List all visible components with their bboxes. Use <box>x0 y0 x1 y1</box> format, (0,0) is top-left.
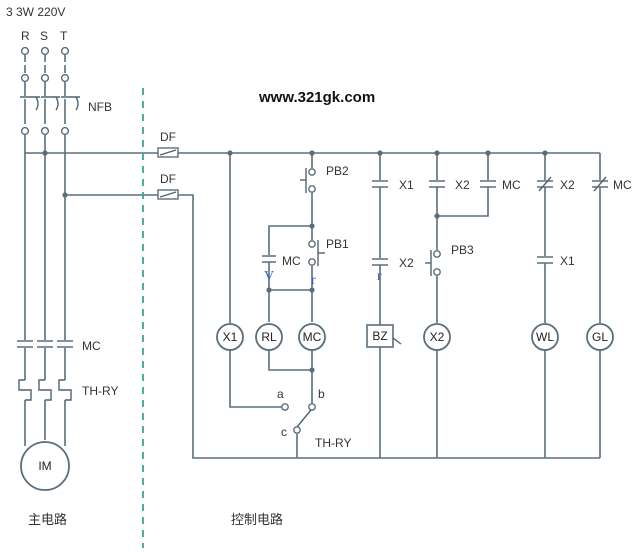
svg-text:V: V <box>264 269 274 284</box>
fuse-df1: DF <box>157 130 179 158</box>
svg-text:PB3: PB3 <box>451 243 474 257</box>
pushbutton-pb2: PB2 <box>300 164 349 193</box>
coil-x1: X1 <box>216 323 244 351</box>
thry-main-label: TH-RY <box>82 384 118 398</box>
phase-t-label: T <box>60 29 68 43</box>
motor: IM <box>20 441 70 491</box>
svg-text:X1: X1 <box>399 178 414 192</box>
contact-x1-bz: X1 <box>372 178 414 192</box>
svg-text:X2: X2 <box>560 178 575 192</box>
svg-text:MC: MC <box>282 254 301 268</box>
pushbutton-pb3: PB3 <box>425 243 474 276</box>
fuse-df2: DF <box>157 172 179 200</box>
lamp-wl: WL <box>531 323 559 351</box>
svg-text:PB2: PB2 <box>326 164 349 178</box>
svg-text:X2: X2 <box>430 330 445 344</box>
svg-text:X1: X1 <box>560 254 575 268</box>
watermark: www.321gk.com <box>258 89 375 106</box>
svg-text:TH-RY: TH-RY <box>315 436 351 450</box>
contact-x2-wl: X2 <box>537 176 575 192</box>
svg-text:BZ: BZ <box>372 329 387 343</box>
svg-text:MC: MC <box>502 178 521 192</box>
svg-text:GL: GL <box>592 330 608 344</box>
main-circuit: NFB MC TH-RY <box>17 46 158 491</box>
coil-x2: X2 <box>423 323 451 351</box>
supply-spec: 3 3W 220V <box>6 5 65 19</box>
buzzer-bz: BZ <box>366 324 402 348</box>
thermal-relay-switch: a b c TH-RY <box>277 387 351 450</box>
svg-text:PB1: PB1 <box>326 237 349 251</box>
control-circuit: DF DF X1 PB2 <box>157 130 632 459</box>
pushbutton-pb1: PB1 <box>308 237 349 266</box>
svg-text:MC: MC <box>303 330 322 344</box>
nfb-breaker: NFB <box>20 82 112 136</box>
svg-text:RL: RL <box>261 330 277 344</box>
svg-text:X1: X1 <box>223 330 238 344</box>
svg-text:r: r <box>311 273 316 288</box>
contact-x2-bz: X2 <box>372 256 414 270</box>
df1-label: DF <box>160 130 176 144</box>
contact-mc-x2: MC <box>480 178 521 192</box>
coil-rl: RL <box>255 323 283 351</box>
motor-label: IM <box>38 459 51 473</box>
nfb-label: NFB <box>88 100 112 114</box>
svg-text:WL: WL <box>536 330 554 344</box>
lamp-gl: GL <box>586 323 614 351</box>
control-circuit-label: 控制电路 <box>231 512 283 527</box>
contact-x2-self: X2 <box>429 178 470 192</box>
main-circuit-label: 主电路 <box>28 512 67 527</box>
svg-text:MC: MC <box>613 178 632 192</box>
phase-r-label: R <box>21 29 30 43</box>
contact-x1-wl: X1 <box>537 254 575 268</box>
contact-mc-gl: MC <box>592 176 632 192</box>
thermal-relay-main: TH-RY <box>18 379 118 401</box>
mc-main-label: MC <box>82 339 101 353</box>
df2-label: DF <box>160 172 176 186</box>
svg-text:b: b <box>318 387 325 401</box>
mc-main-contacts: MC <box>17 339 101 353</box>
coil-mc: MC <box>298 323 326 351</box>
mc-holding-contact: MC <box>262 254 301 268</box>
svg-text:X2: X2 <box>399 256 414 270</box>
phase-s-label: S <box>40 29 48 43</box>
svg-text:c: c <box>281 425 287 439</box>
svg-text:a: a <box>277 387 284 401</box>
svg-text:X2: X2 <box>455 178 470 192</box>
